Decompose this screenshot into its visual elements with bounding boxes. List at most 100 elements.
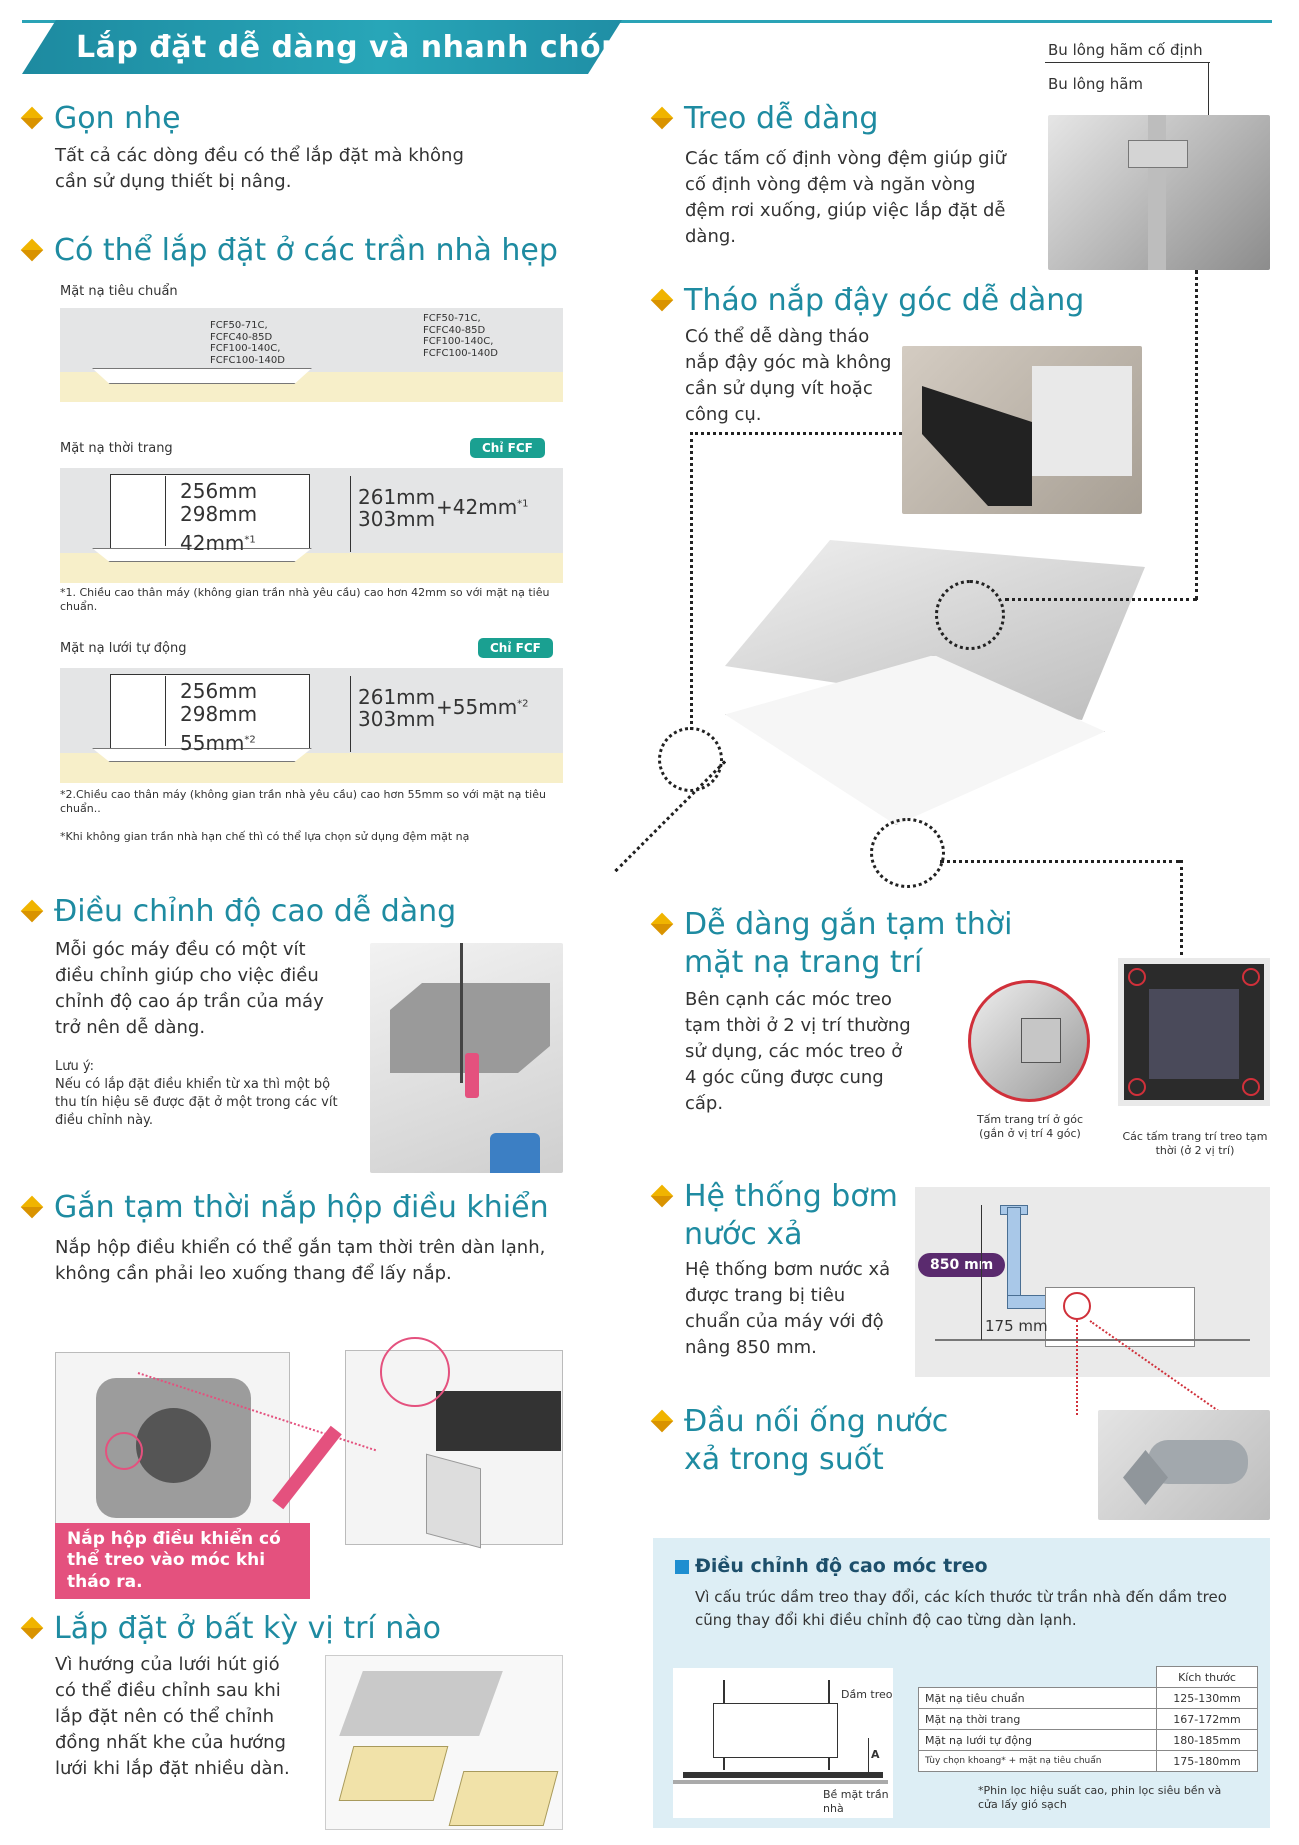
section-title-gan-tam: Gắn tạm thời nắp hộp điều khiển [22, 1189, 549, 1227]
hook-detail-circle [968, 980, 1090, 1102]
auto-note: *2.Chiều cao thân máy (không gian trần n… [60, 788, 546, 816]
fashion-plus: +42mm*1 [436, 495, 529, 519]
table-cell-name: Mặt nạ thời trang [918, 1708, 1157, 1730]
section-title-treo: Treo dễ dàng [652, 100, 878, 138]
dieu-chinh-note-title: Lưu ý: [55, 1059, 94, 1074]
fashion-panel-badge: Chỉ FCF [470, 438, 545, 458]
table-cell-name: Tùy chọn khoang* + mặt nạ tiêu chuẩn [918, 1750, 1157, 1772]
diamond-bullet-icon [652, 914, 672, 934]
grille-rotation-illustration [325, 1655, 563, 1830]
unit-drawing [339, 1671, 503, 1736]
pipe-vertical-drawing [1007, 1207, 1021, 1305]
ceiling-bar-drawing [683, 1772, 883, 1778]
hanger-diagram: Dầm treo A Bề mặt trần nhà [673, 1668, 893, 1818]
label-be-mat: Bề mặt trần nhà [823, 1788, 889, 1816]
highlight-circle-bottom [870, 818, 945, 888]
unit-corner-drawing [1032, 366, 1132, 476]
section-text-gon-nhe: Tất cả các dòng đều có thể lắp đặt mà kh… [55, 145, 464, 193]
hanger-height-infobox: Điều chỉnh độ cao móc treo Vì cấu trúc d… [653, 1538, 1270, 1828]
section-text-bom-nuoc: Hệ thống bơm nước xả được trang bị tiêu … [685, 1259, 891, 1359]
diamond-bullet-icon [22, 240, 42, 260]
corner-marker-icon [1242, 968, 1260, 986]
table-cell-name: Mặt nạ tiêu chuẩn [918, 1687, 1157, 1709]
table-footnote: *Phin lọc hiệu suất cao, phin lọc siêu b… [978, 1784, 1222, 1812]
fashion-dim-line-right [350, 476, 351, 552]
bolt-photo [1048, 115, 1270, 270]
fashion-r2: 303mm [358, 507, 436, 531]
height-850-badge: 850 mm [918, 1253, 1006, 1277]
standard-panel-shape [92, 368, 312, 384]
connector-mat-na-h [940, 860, 1180, 863]
height-adjust-illustration [370, 943, 563, 1173]
diamond-bullet-icon [22, 901, 42, 921]
diamond-bullet-icon [22, 1197, 42, 1217]
panel-top-view-photo [1118, 958, 1270, 1106]
section-text-bat-ky: Vì hướng của lưới hút gió có thể điều ch… [55, 1654, 290, 1780]
diamond-bullet-icon [22, 1618, 42, 1638]
connector-thao-nap-h [690, 432, 902, 435]
page-title: Lắp đặt dễ dàng và nhanh chóng [76, 30, 645, 65]
control-box-illustration-left [55, 1352, 290, 1542]
corner-cover-photo [902, 346, 1142, 514]
table-cell-value: 180-185mm [1155, 1729, 1259, 1751]
infobox-title: Điều chỉnh độ cao móc treo [695, 1555, 988, 1577]
table-header-cell: Kích thước [1155, 1666, 1259, 1688]
fashion-note: *1. Chiều cao thân máy (không gian trần … [60, 586, 550, 614]
connector-red-1 [1076, 1320, 1078, 1415]
section-text-treo: Các tấm cố định vòng đệm giúp giữ cố địn… [685, 148, 1006, 248]
standard-panel-models-left: FCF50-71C, FCFC40-85D FCF100-140C, FCFC1… [210, 320, 285, 366]
auto-h1: 256mm [180, 679, 258, 703]
panel-grille-drawing [1149, 989, 1239, 1079]
standard-panel-models-right: FCF50-71C, FCFC40-85D FCF100-140C, FCFC1… [423, 313, 498, 359]
section-title-bat-ky: Lắp đặt ở bất kỳ vị trí nào [22, 1610, 441, 1648]
section-title-dau-noi: Đầu nối ống nước xả trong suốt [652, 1403, 982, 1478]
label-line-1b [1208, 62, 1209, 152]
corner-marker-icon [1242, 1078, 1260, 1096]
section-title-bom-nuoc: Hệ thống bơm nước xả [652, 1178, 912, 1253]
fan-drawing [136, 1408, 211, 1483]
fashion-h1: 256mm [180, 479, 258, 503]
diamond-bullet-icon [22, 108, 42, 128]
control-box-drawing [436, 1391, 561, 1451]
pipe-horizontal-drawing [1007, 1295, 1047, 1309]
section-text-gan-tam: Nắp hộp điều khiển có thể gắn tạm thời t… [55, 1237, 546, 1285]
square-bullet-icon [675, 1560, 689, 1574]
table-header-row: Kích thước [919, 1666, 1259, 1688]
table-cell-value: 175-180mm [1155, 1750, 1259, 1772]
dim-line-850 [981, 1205, 982, 1340]
table-corner-cell [919, 1667, 1157, 1688]
auto-dim-line [165, 676, 166, 746]
connector-thao-nap [690, 432, 693, 730]
ceiling-line-drawing [935, 1339, 1250, 1341]
label-bu-long-ham-co-dinh: Bu lông hãm cố định [1048, 41, 1203, 59]
standard-panel-ceiling [60, 308, 563, 372]
cassette-unit-illustration [655, 535, 1155, 845]
fashion-panel-label: Mặt nạ thời trang [60, 441, 173, 456]
drain-pump-diagram: 850 mm 175 mm [915, 1187, 1270, 1377]
caption-corner-hooks: Tấm trang trí ở góc (gắn ở vị trí 4 góc) [976, 1113, 1084, 1141]
fashion-h3: 42mm*1 [180, 531, 256, 555]
corner-marker-icon [1128, 1078, 1146, 1096]
height-175-label: 175 mm [985, 1317, 1048, 1335]
hanging-rod-drawing [460, 943, 463, 1083]
table-cell-value: 167-172mm [1155, 1708, 1259, 1730]
connector-mat-na [1180, 860, 1183, 955]
auto-panel-label: Mặt nạ lưới tự động [60, 641, 187, 656]
label-line-1 [1045, 62, 1210, 63]
highlight-circle-left [658, 727, 723, 792]
table-row: Mặt nạ tiêu chuẩn 125-130mm [918, 1687, 1259, 1709]
section-title-tran-hep: Có thể lắp đặt ở các trần nhà hẹp [22, 232, 558, 270]
auto-unit-body [110, 674, 310, 749]
diamond-bullet-icon [652, 290, 672, 310]
infobox-text: Vì cấu trúc dầm treo thay đổi, các kích … [695, 1588, 1227, 1629]
highlight-circle-top [935, 580, 1005, 650]
auto-r2: 303mm [358, 707, 436, 731]
ceiling-surface-drawing [673, 1780, 888, 1784]
section-text-dieu-chinh: Mỗi góc máy đều có một vít điều chỉnh gi… [55, 939, 324, 1039]
diamond-bullet-icon [652, 108, 672, 128]
section-title-gon-nhe: Gọn nhẹ [22, 100, 181, 138]
diamond-bullet-icon [652, 1411, 672, 1431]
section-title-thao-nap: Tháo nắp đậy góc dễ dàng [652, 282, 1084, 320]
fashion-h2: 298mm [180, 502, 258, 526]
highlight-circle-left [105, 1432, 143, 1470]
